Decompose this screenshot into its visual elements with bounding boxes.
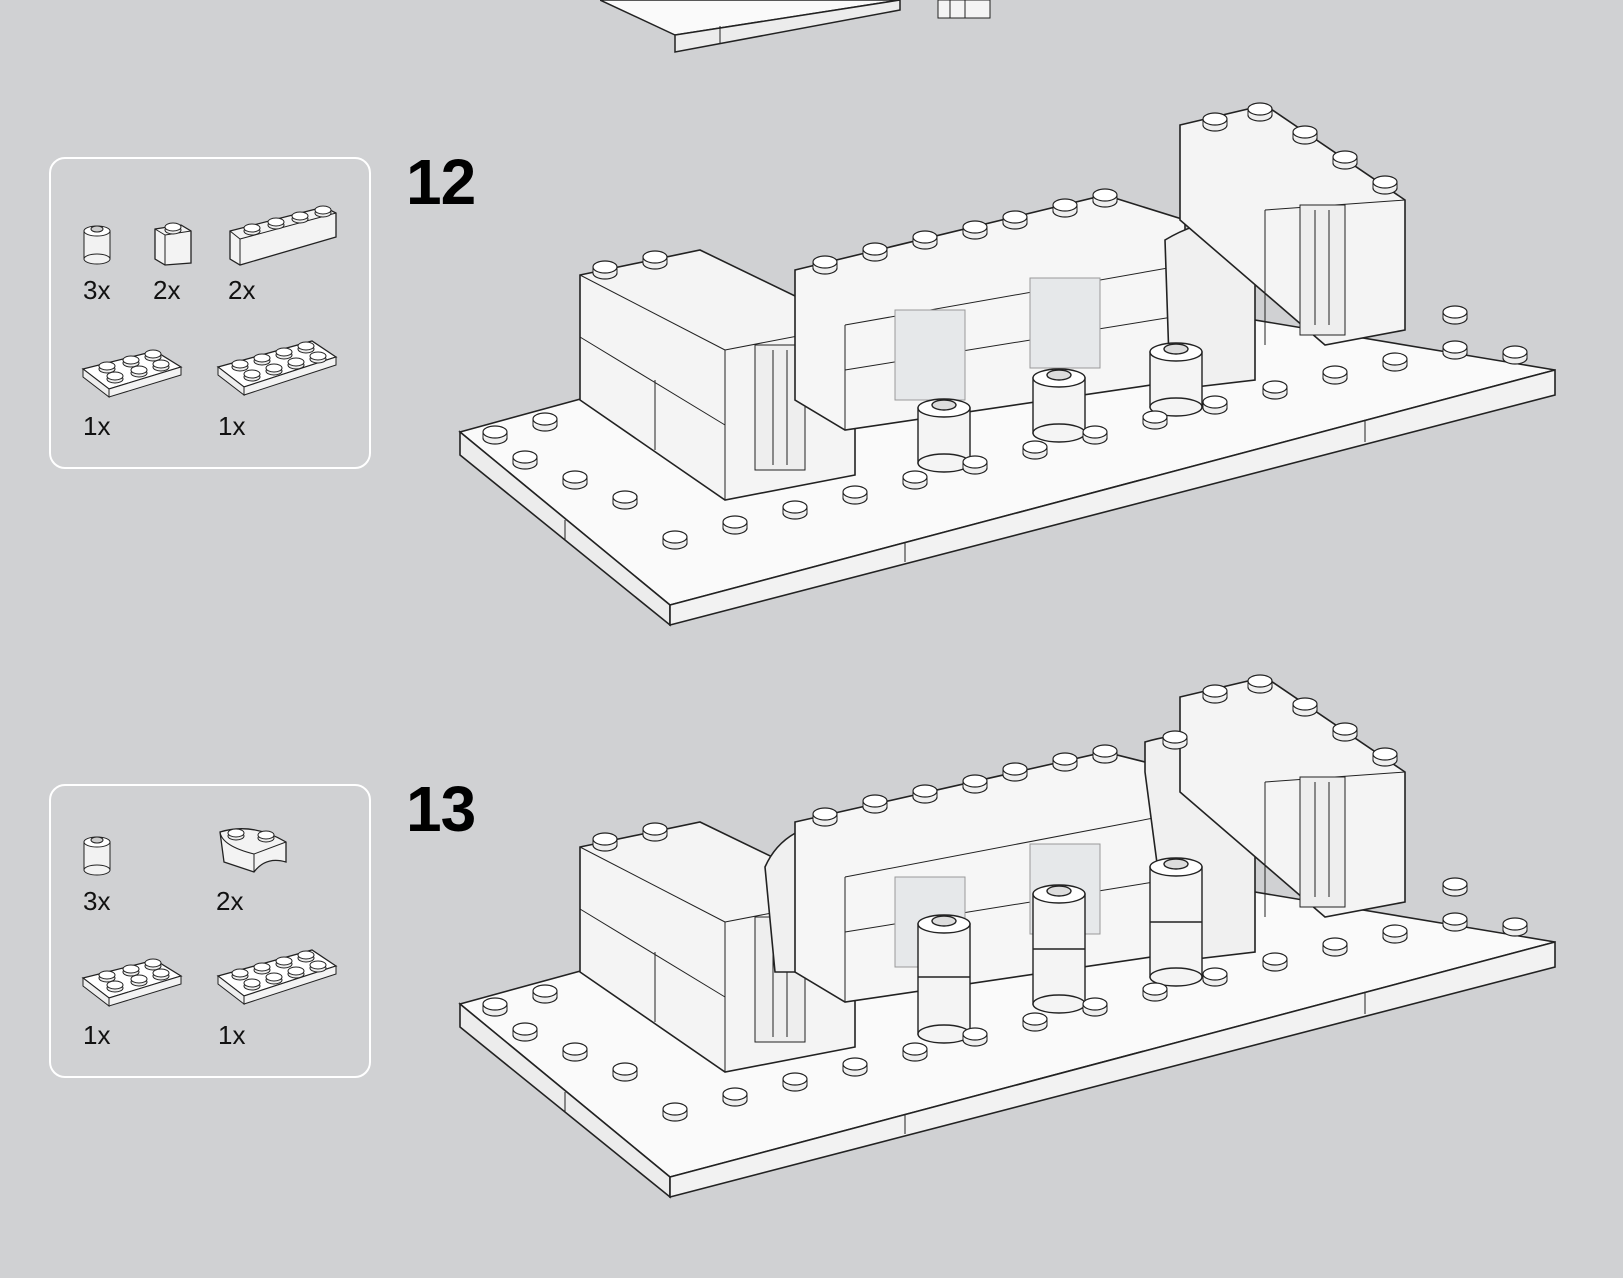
plate-2x3-icon <box>81 337 185 399</box>
part-quantity: 2x <box>216 886 244 916</box>
assembly-model-step-13 <box>455 672 1623 1217</box>
parts-callout-step-12: 3x 2x 2x 1x 1x <box>49 157 371 469</box>
round-brick-1x1-icon <box>81 832 115 878</box>
part-quantity: 2x <box>228 275 256 305</box>
plate-2x3-icon <box>81 946 185 1008</box>
step-number: 12 <box>406 146 476 218</box>
part-quantity: 1x <box>83 411 111 441</box>
plate-2x4-icon <box>216 329 340 399</box>
part-quantity: 1x <box>218 411 246 441</box>
assembly-model-step-12 <box>455 100 1623 645</box>
part-quantity: 1x <box>83 1020 111 1050</box>
part-quantity: 2x <box>153 275 181 305</box>
part-quantity: 1x <box>218 1020 246 1050</box>
part-quantity: 3x <box>83 886 111 916</box>
step-number: 13 <box>406 773 476 845</box>
macaroni-brick-icon <box>216 822 292 874</box>
plate-2x4-icon <box>216 938 340 1008</box>
part-quantity: 3x <box>83 275 111 305</box>
round-brick-1x1-icon <box>81 221 115 267</box>
parts-callout-step-13: 3x 2x 1x 1x <box>49 784 371 1078</box>
brick-1x4-icon <box>226 195 341 267</box>
previous-step-model-fragment <box>599 0 1020 65</box>
brick-1x1-icon <box>151 215 195 267</box>
